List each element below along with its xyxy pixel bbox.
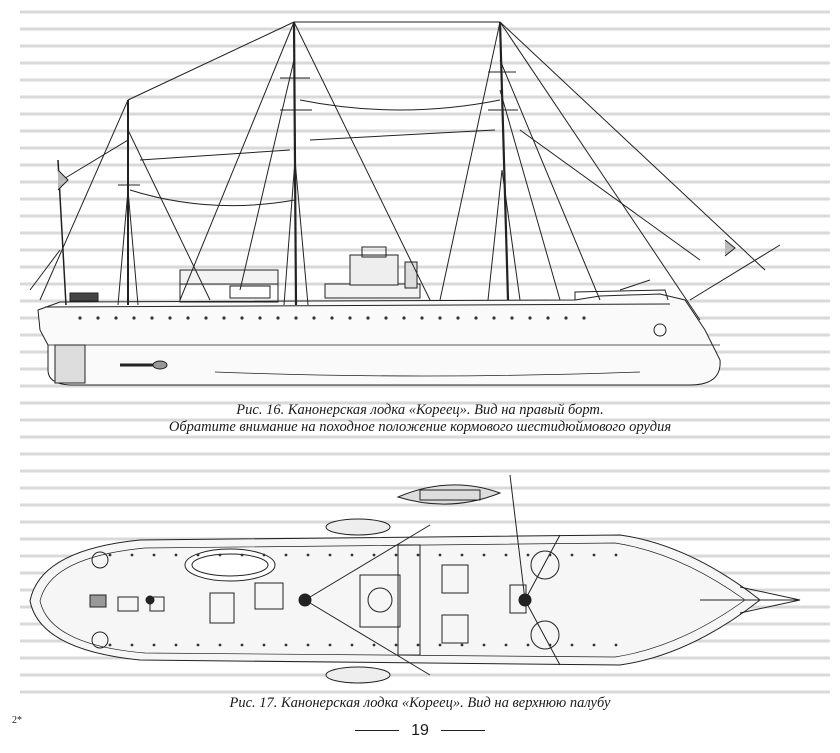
deck-fitting [152, 643, 156, 647]
deck-fitting [218, 643, 222, 647]
deck-fitting [306, 553, 310, 557]
figure-16-caption: Рис. 16. Канонерская лодка «Кореец». Вид… [0, 402, 840, 436]
deck-fitting [570, 643, 574, 647]
deck-fitting [350, 553, 354, 557]
porthole [276, 316, 280, 320]
deck-fitting [240, 553, 244, 557]
deck-fitting [152, 553, 156, 557]
deck-fitting [130, 643, 134, 647]
deck-fitting [394, 553, 398, 557]
deck-fitting [526, 643, 530, 647]
porthole [492, 316, 496, 320]
deck-fitting [174, 643, 178, 647]
deck-fitting [306, 643, 310, 647]
porthole [384, 316, 388, 320]
deck-fitting [548, 553, 552, 557]
deck-fitting [482, 643, 486, 647]
deck-fitting [592, 643, 596, 647]
porthole [132, 316, 136, 320]
porthole [366, 316, 370, 320]
porthole [186, 316, 190, 320]
deck-fitting [350, 643, 354, 647]
porthole [546, 316, 550, 320]
deck-fitting [460, 643, 464, 647]
deck-fitting [130, 553, 134, 557]
deck-fitting [438, 643, 442, 647]
porthole [96, 316, 100, 320]
porthole [168, 316, 172, 320]
figure-17-deck-plan [0, 455, 840, 695]
porthole [222, 316, 226, 320]
deck-fitting [504, 643, 508, 647]
porthole [78, 316, 82, 320]
deck-fitting [416, 643, 420, 647]
left-rule [355, 730, 400, 732]
porthole [474, 316, 478, 320]
deck-fitting [328, 553, 332, 557]
deck-fitting [394, 643, 398, 647]
porthole [438, 316, 442, 320]
porthole [240, 316, 244, 320]
deck-fitting [174, 553, 178, 557]
deck-fitting [328, 643, 332, 647]
figure-16-side-view [29, 21, 781, 386]
deck-fitting [438, 553, 442, 557]
deck-fitting [262, 643, 266, 647]
ship-deck-plan-drawing [29, 474, 801, 684]
deck-fitting [526, 553, 530, 557]
porthole [402, 316, 406, 320]
figure-17-caption: Рис. 17. Канонерская лодка «Кореец». Вид… [0, 695, 840, 712]
porthole [456, 316, 460, 320]
deck-fitting [108, 553, 112, 557]
deck-fitting [460, 553, 464, 557]
deck-fitting [262, 553, 266, 557]
deck-fitting [504, 553, 508, 557]
deck-fitting [372, 643, 376, 647]
porthole [528, 316, 532, 320]
porthole [150, 316, 154, 320]
deck-fitting [548, 643, 552, 647]
deck-fitting [592, 553, 596, 557]
figure-17-caption-line-1: Рис. 17. Канонерская лодка «Кореец». Вид… [229, 695, 611, 711]
porthole [294, 316, 298, 320]
signature-mark: 2* [12, 715, 22, 726]
porthole [420, 316, 424, 320]
porthole [258, 316, 262, 320]
porthole [510, 316, 514, 320]
deck-fitting [482, 553, 486, 557]
figure-16-caption-line-2: Обратите внимание на походное положение … [168, 419, 672, 435]
deck-fitting [614, 553, 618, 557]
deck-fitting [284, 553, 288, 557]
porthole [114, 316, 118, 320]
deck-fitting [614, 643, 618, 647]
porthole [312, 316, 316, 320]
deck-fitting [284, 643, 288, 647]
porthole [348, 316, 352, 320]
page-number-footer: 19 [0, 722, 840, 740]
figure-16-caption-line-1: Рис. 16. Канонерская лодка «Кореец». Вид… [236, 402, 604, 418]
deck-fitting [108, 643, 112, 647]
page-number: 19 [411, 722, 429, 739]
porthole [582, 316, 586, 320]
porthole [330, 316, 334, 320]
deck-fitting [218, 553, 222, 557]
porthole [564, 316, 568, 320]
deck-fitting [570, 553, 574, 557]
ship-side-view-drawing [29, 21, 781, 386]
porthole [204, 316, 208, 320]
deck-fitting [372, 553, 376, 557]
deck-fitting [196, 553, 200, 557]
deck-fitting [416, 553, 420, 557]
right-rule [440, 730, 485, 732]
deck-fitting [196, 643, 200, 647]
deck-fitting [240, 643, 244, 647]
